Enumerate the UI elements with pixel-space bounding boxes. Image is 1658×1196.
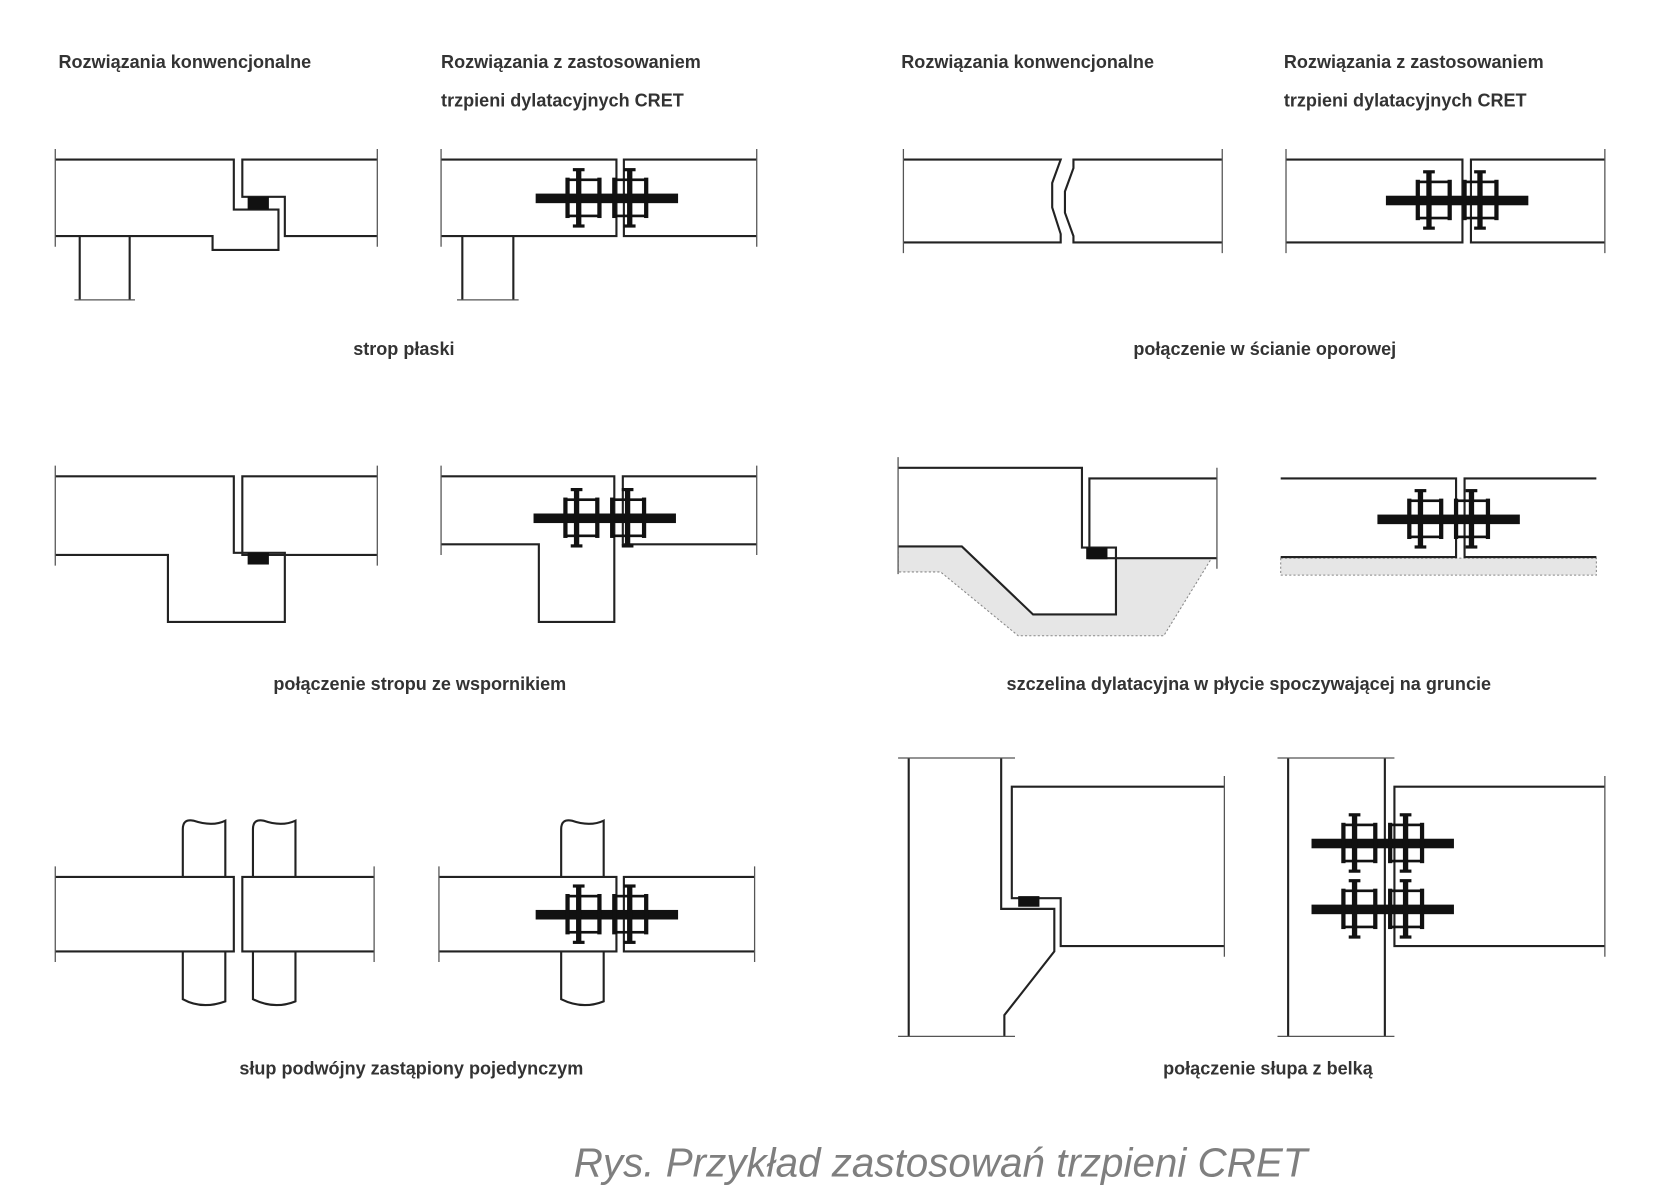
header-cret-right-line2: trzpieni dylatacyjnych CRET xyxy=(1284,90,1527,110)
retaining-wall-conventional-drawing xyxy=(902,148,1223,254)
double-column-conventional-drawing xyxy=(54,818,375,1007)
column-beam-cret-drawing xyxy=(1277,757,1606,1038)
header-cret-left-line2: trzpieni dylatacyjnych CRET xyxy=(441,90,684,110)
header-cret-left-line1: Rozwiązania z zastosowaniem xyxy=(441,52,701,72)
retaining-wall-cret-drawing xyxy=(1285,148,1606,254)
example-label-flat-slab: strop płaski xyxy=(353,339,454,359)
cret-dowel-symbol xyxy=(1311,879,1454,939)
cret-dowel-symbol xyxy=(1385,170,1529,230)
cret-dowel-symbol xyxy=(533,487,676,548)
corbel-conventional-drawing xyxy=(54,465,378,623)
single-column-cret-drawing xyxy=(438,819,756,1007)
example-label-ground-slab: szczelina dylatacyjna w płycie spoczywaj… xyxy=(1007,674,1491,694)
flat-slab-cret-drawing xyxy=(440,148,758,301)
cret-dowel-symbol xyxy=(1311,813,1454,873)
header-cret-right-line1: Rozwiązania z zastosowaniem xyxy=(1284,52,1544,72)
example-label-retaining-wall: połączenie w ścianie oporowej xyxy=(1133,339,1396,359)
cret-dowel-symbol xyxy=(1377,489,1520,549)
header-conventional-right: Rozwiązania konwencjonalne xyxy=(901,52,1154,72)
header-conventional-left: Rozwiązania konwencjonalne xyxy=(58,52,311,72)
example-label-corbel: połączenie stropu ze wspornikiem xyxy=(273,674,566,694)
figure-caption: Rys. Przykład zastosowań trzpieni CRET xyxy=(574,1140,1311,1186)
example-label-double-column: słup podwójny zastąpiony pojedynczym xyxy=(239,1059,583,1079)
cret-dowel-symbol xyxy=(535,168,679,228)
ground-slab-conventional-drawing xyxy=(897,457,1218,637)
flat-slab-conventional-drawing xyxy=(54,148,378,301)
column-beam-conventional-drawing xyxy=(898,757,1226,1038)
corbel-cret-drawing xyxy=(440,465,758,623)
ground-slab-cret-drawing xyxy=(1280,477,1597,576)
cret-dowel-symbol xyxy=(535,884,679,944)
example-label-column-beam: połączenie słupa z belką xyxy=(1163,1059,1374,1079)
